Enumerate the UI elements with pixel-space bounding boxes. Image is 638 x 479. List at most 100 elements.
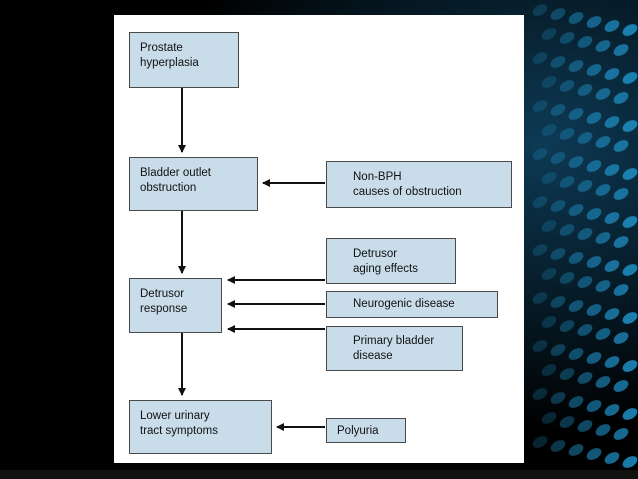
decorative-dot	[541, 412, 557, 424]
decorative-dot	[586, 160, 602, 172]
decorative-dot	[559, 416, 575, 428]
decorative-dot	[550, 344, 566, 356]
decorative-dot	[541, 316, 557, 328]
decorative-dot	[622, 312, 638, 324]
decorative-dot	[568, 108, 584, 120]
decorative-dot	[595, 184, 611, 196]
decorative-dot	[532, 340, 548, 352]
decorative-dot	[586, 448, 602, 460]
decorative-dot	[622, 360, 638, 372]
decorative-dot	[568, 156, 584, 168]
decorative-dot	[559, 80, 575, 92]
decorative-dot	[532, 148, 548, 160]
decorative-dot	[595, 280, 611, 292]
decorative-dot	[595, 376, 611, 388]
node-primary-bladder-disease: Primary bladder disease	[326, 326, 463, 371]
node-polyuria: Polyuria	[326, 418, 406, 443]
decorative-dot	[532, 100, 548, 112]
decorative-dot	[541, 172, 557, 184]
decorative-dot	[613, 44, 629, 56]
decorative-dot	[550, 296, 566, 308]
decorative-dot	[622, 120, 638, 132]
decorative-dot	[604, 356, 620, 368]
decorative-dot	[622, 408, 638, 420]
decorative-dot	[604, 164, 620, 176]
decorative-dot	[622, 456, 638, 468]
decorative-dot	[577, 228, 593, 240]
decorative-dot	[532, 196, 548, 208]
decorative-dot	[550, 56, 566, 68]
decorative-dot	[586, 112, 602, 124]
decorative-dot	[541, 364, 557, 376]
decorative-dot	[541, 28, 557, 40]
decorative-dot	[604, 116, 620, 128]
decorative-dot	[568, 444, 584, 456]
decorative-dot	[586, 64, 602, 76]
decorative-dot	[541, 76, 557, 88]
decorative-dot	[577, 84, 593, 96]
node-detrusor-response: Detrusor response	[129, 278, 222, 333]
decorative-dot	[550, 440, 566, 452]
decorative-dot	[622, 264, 638, 276]
decorative-dot	[586, 208, 602, 220]
decorative-dot	[568, 60, 584, 72]
decorative-dot	[613, 284, 629, 296]
decorative-dot	[577, 36, 593, 48]
decorative-dot	[541, 124, 557, 136]
decorative-dot	[613, 188, 629, 200]
decorative-dot	[550, 200, 566, 212]
decorative-dot	[577, 276, 593, 288]
decorative-dot-pattern	[532, 4, 638, 468]
decorative-dot	[613, 380, 629, 392]
decorative-dot	[622, 72, 638, 84]
decorative-dot	[550, 104, 566, 116]
decorative-dot	[604, 260, 620, 272]
node-prostate-hyperplasia: Prostate hyperplasia	[129, 32, 239, 88]
decorative-dot	[622, 168, 638, 180]
decorative-dot	[604, 68, 620, 80]
decorative-dot	[559, 128, 575, 140]
decorative-dot	[577, 132, 593, 144]
decorative-dot	[595, 40, 611, 52]
decorative-dot	[604, 20, 620, 32]
decorative-dot	[559, 32, 575, 44]
decorative-dot	[532, 4, 548, 16]
decorative-dot	[568, 252, 584, 264]
decorative-dot	[568, 300, 584, 312]
decorative-dot	[586, 352, 602, 364]
decorative-dot	[568, 204, 584, 216]
decorative-dot	[541, 268, 557, 280]
decorative-dot	[559, 320, 575, 332]
decorative-dot	[604, 404, 620, 416]
decorative-dot	[532, 292, 548, 304]
decorative-dot	[568, 12, 584, 24]
decorative-dot	[613, 428, 629, 440]
decorative-dot	[541, 220, 557, 232]
decorative-dot	[604, 308, 620, 320]
decorative-dot	[532, 388, 548, 400]
decorative-dot	[586, 400, 602, 412]
decorative-dot	[586, 304, 602, 316]
decorative-dot	[568, 396, 584, 408]
node-non-bph-causes: Non-BPH causes of obstruction	[326, 161, 512, 208]
decorative-dot	[613, 92, 629, 104]
decorative-dot	[586, 256, 602, 268]
decorative-dot	[622, 216, 638, 228]
decorative-dot	[559, 272, 575, 284]
node-bladder-outlet-obstruction: Bladder outlet obstruction	[129, 157, 258, 211]
decorative-dot	[559, 368, 575, 380]
decorative-dot	[595, 424, 611, 436]
node-lower-urinary-tract-symptoms: Lower urinary tract symptoms	[129, 400, 272, 454]
decorative-dot	[532, 52, 548, 64]
node-detrusor-aging-effects: Detrusor aging effects	[326, 238, 456, 284]
decorative-dot	[604, 212, 620, 224]
decorative-dot	[595, 328, 611, 340]
decorative-dot	[595, 88, 611, 100]
decorative-dot	[622, 24, 638, 36]
decorative-dot	[577, 372, 593, 384]
decorative-dot	[586, 16, 602, 28]
decorative-dot	[613, 332, 629, 344]
decorative-dot	[550, 152, 566, 164]
decorative-dot	[559, 176, 575, 188]
decorative-dot	[550, 392, 566, 404]
